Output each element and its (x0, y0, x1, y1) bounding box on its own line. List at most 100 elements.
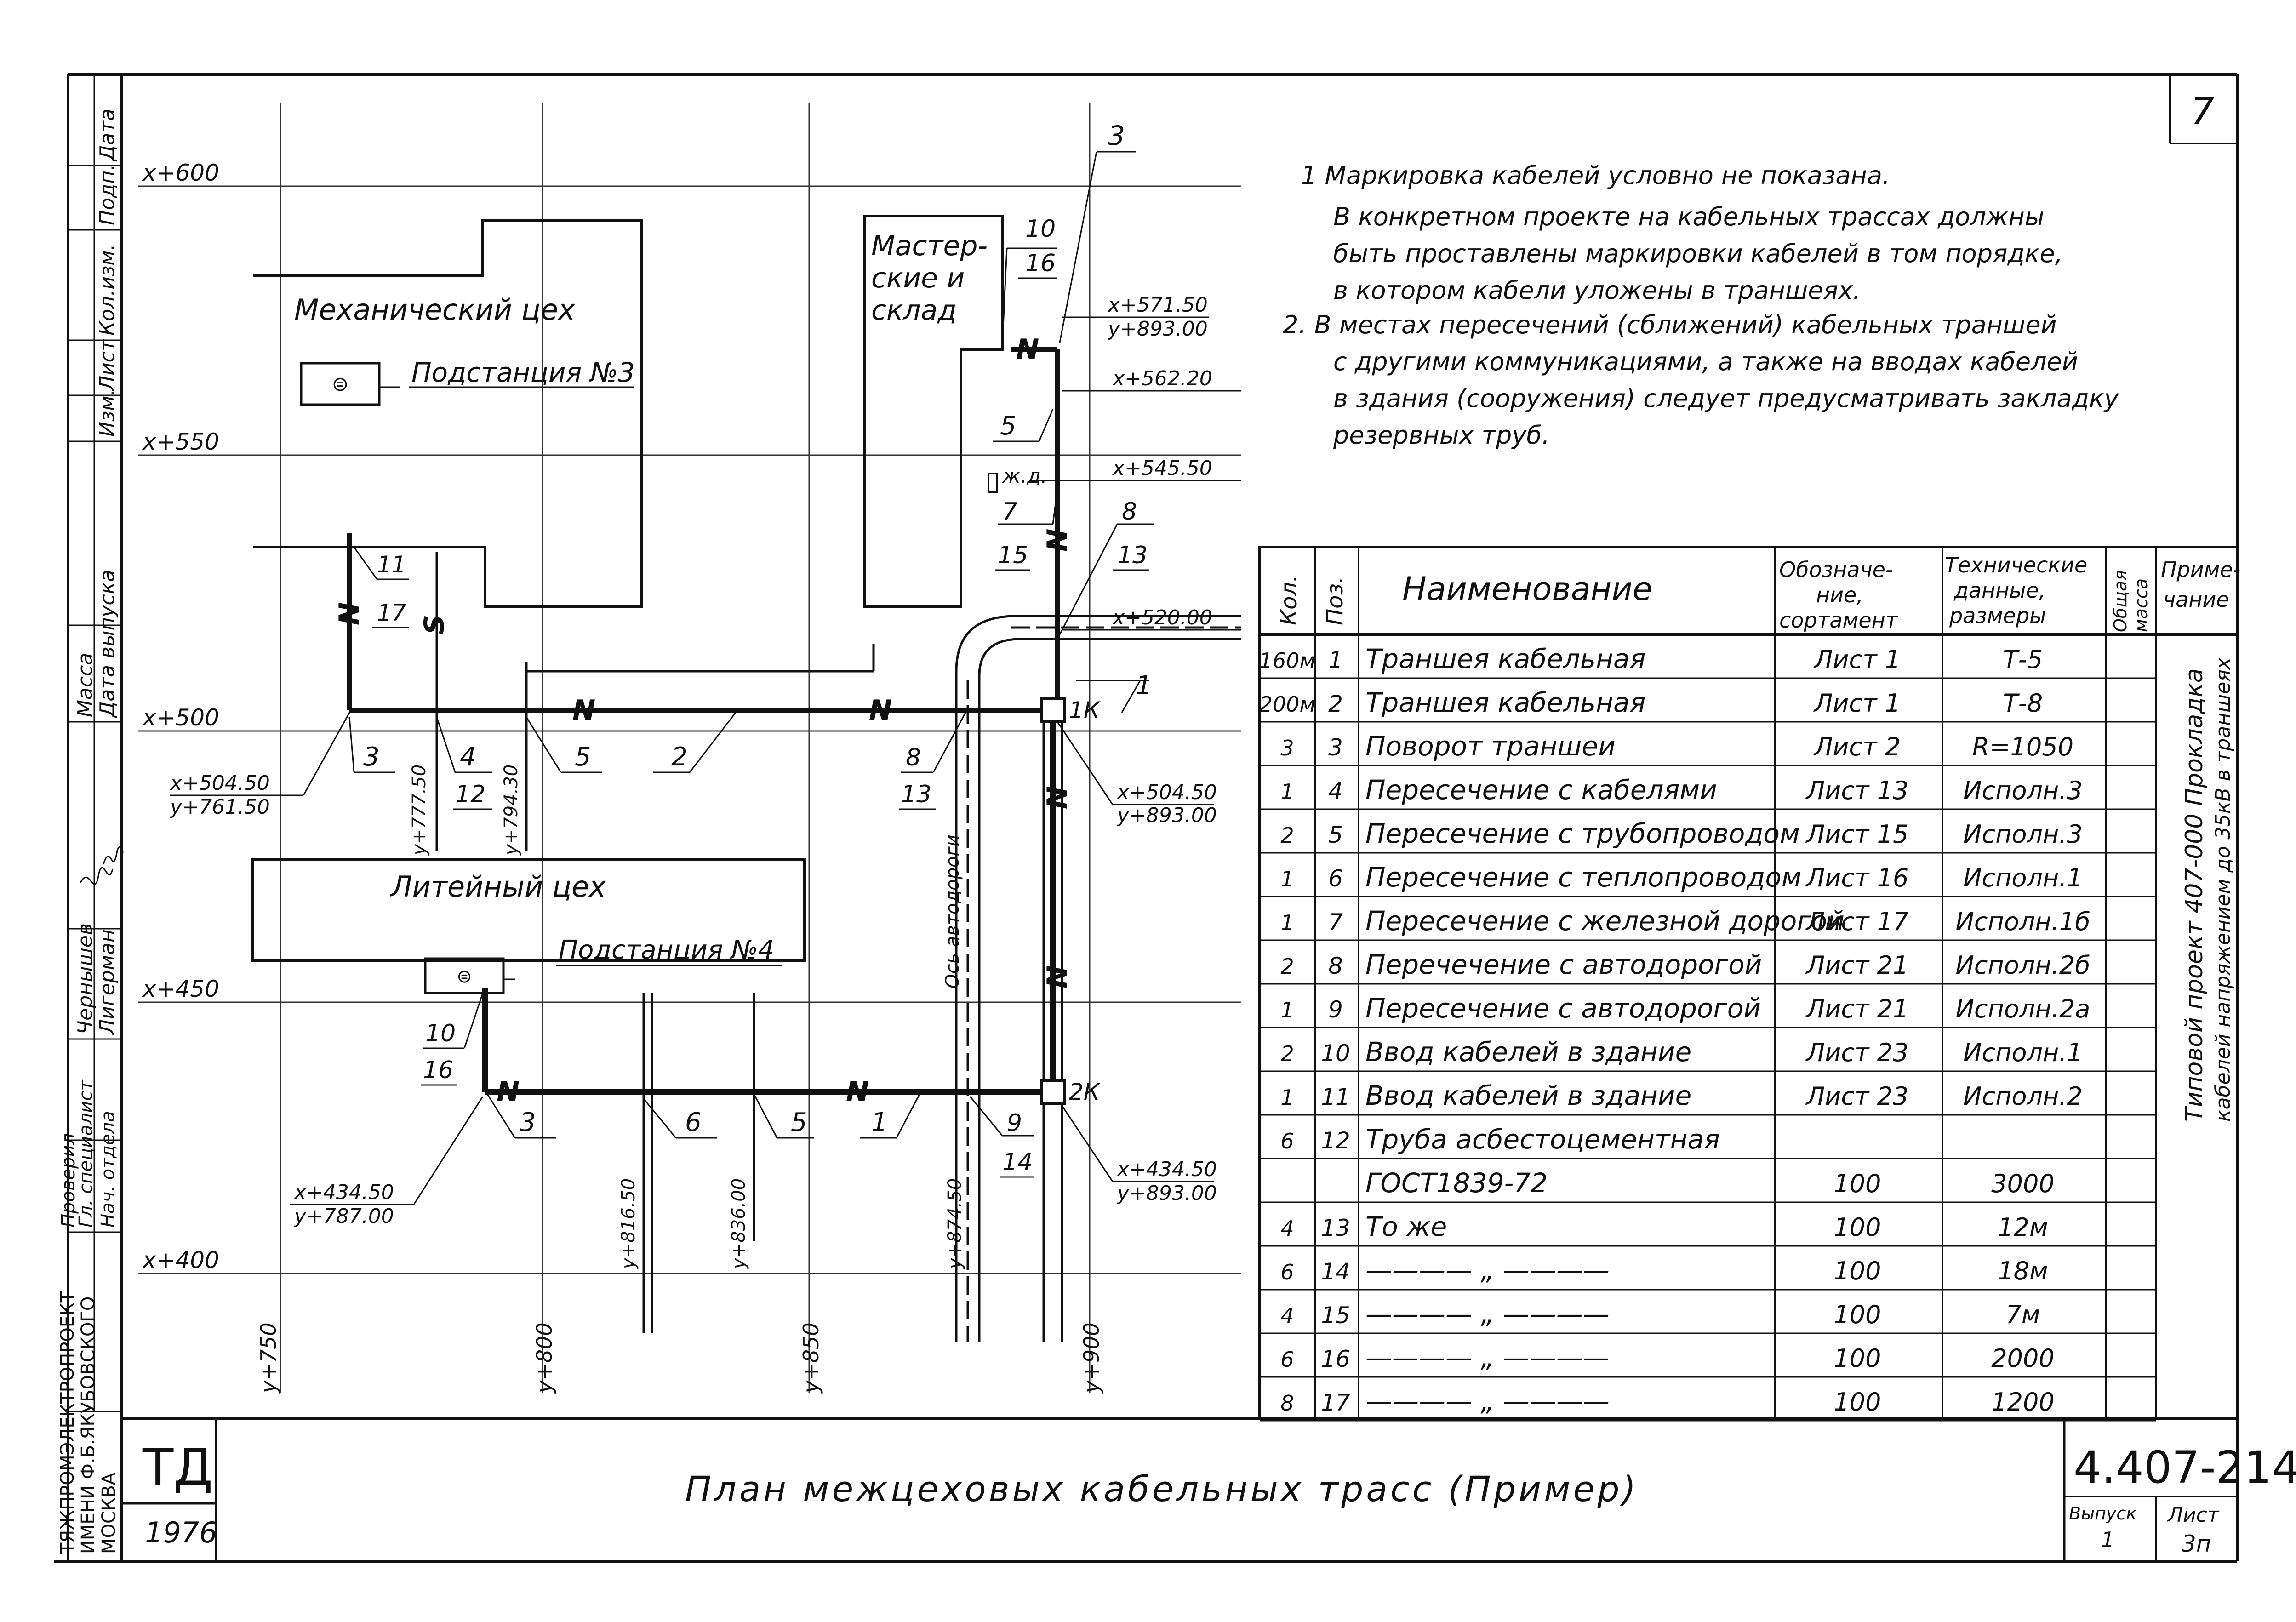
callout-5-mid: 5 (575, 742, 591, 772)
td-mark: ТД (142, 1438, 213, 1497)
cell-pos: 2 (1328, 691, 1343, 717)
signature-2 (103, 841, 124, 865)
cell-qty: 6 (1280, 1347, 1294, 1372)
cell-name: Пересечение с железной дорогой (1365, 905, 1845, 937)
cell-tech: 2000 (1991, 1344, 2054, 1373)
substation-3-label: Подстанция №3 (411, 357, 635, 388)
cell-oboz: 100 (1833, 1388, 1881, 1416)
org-line-2: ИМЕНИ Ф.Б.ЯКУБОВСКОГО (78, 1296, 99, 1554)
cell-pos: 10 (1321, 1040, 1350, 1067)
header-kol: Кол. (1276, 575, 1302, 625)
cell-name: Пересечение с кабелями (1365, 774, 1717, 805)
header-prim-1: Приме- (2161, 557, 2240, 582)
marker-n-3: N (497, 1076, 520, 1108)
marker-n-7: N (1041, 529, 1074, 552)
cell-name: ———— „ ———— (1365, 1255, 1610, 1286)
cell-qty: 4 (1280, 1216, 1294, 1241)
drawing-code: 4.407-214 (2073, 1442, 2296, 1493)
name-ligerman: Лигерман (96, 929, 119, 1035)
note-1b: В конкретном проекте на кабельных трасса… (1333, 202, 2044, 231)
note-1: 1 Маркировка кабелей условно не показана… (1301, 161, 1890, 190)
cell-name: Поворот траншеи (1365, 731, 1616, 762)
sheet-value: 3п (2182, 1531, 2211, 1557)
left-margin: Дата Подп. Кол.изм. Лист Изм. Дата выпус… (57, 109, 124, 1554)
drawing-title: План межцеховых кабельных трасс (Пример) (685, 1468, 1639, 1509)
callout-16-top: 16 (1025, 250, 1056, 277)
callout-6: 6 (685, 1108, 702, 1137)
callout-4: 4 (460, 742, 476, 772)
cell-oboz: Лист 1 (1813, 645, 1901, 674)
role-head: Нач. отдела (97, 1111, 119, 1228)
cell-pos: 5 (1328, 822, 1343, 848)
header-oboz-1: Обозначе- (1779, 557, 1893, 582)
note-2: 2. В местах пересечений (сближений) кабе… (1283, 310, 2057, 339)
transformer-icon-2: ⊜ (457, 966, 472, 987)
notes: 1 Маркировка кабелей условно не показана… (1283, 161, 2119, 450)
callout-9: 9 (1007, 1109, 1022, 1137)
cell-oboz: Лист 15 (1805, 820, 1909, 849)
cell-oboz: 100 (1833, 1169, 1881, 1198)
callout-10-low: 10 (425, 1020, 456, 1047)
note-1d: в котором кабели уложены в траншеях. (1333, 276, 1861, 305)
cell-name: Ввод кабелей в здание (1365, 1036, 1691, 1068)
cell-name: Перечечение с автодорогой (1365, 949, 1762, 980)
callout-12: 12 (455, 781, 485, 808)
cell-qty: 6 (1280, 1260, 1294, 1285)
coord-v4: y+836.00 (728, 1178, 749, 1269)
grid-x500: x+500 (142, 704, 219, 731)
cell-tech: 18м (1998, 1256, 2048, 1285)
sheet-number-box: 7 (2169, 74, 2237, 144)
joint-label-2k: 2К (1069, 1079, 1101, 1105)
cell-tech: Исполн.1 (1963, 1038, 2083, 1067)
road-axis-label: Ось автодороги (942, 834, 963, 988)
cell-tech: 1200 (1991, 1388, 2054, 1416)
cell-name: Пересечение с автодорогой (1365, 993, 1761, 1024)
coord-c7: x+434.50 (293, 1181, 394, 1204)
callout-3-low: 3 (520, 1108, 536, 1137)
callout-2: 2 (671, 742, 688, 772)
substation-4-label: Подстанция №4 (559, 935, 774, 965)
sheet-frame (54, 73, 2239, 1563)
callout-15: 15 (998, 542, 1028, 569)
callout-7: 7 (1002, 498, 1017, 525)
callout-1-low: 1 (871, 1108, 888, 1137)
cell-pos: 7 (1328, 909, 1343, 936)
cell-tech: Исполн.3 (1963, 776, 2083, 805)
workshops-building (863, 215, 1004, 608)
header-tech-1: Технические (1945, 553, 2087, 577)
cell-pos: 11 (1321, 1084, 1350, 1110)
cell-tech: Исполн.2а (1956, 994, 2090, 1023)
cell-tech: 12м (1998, 1213, 2048, 1242)
callout-3-top: 3 (1108, 120, 1125, 151)
cell-oboz: Лист 13 (1805, 776, 1909, 805)
cell-oboz: 100 (1833, 1344, 1881, 1373)
coord-c3: x+545.50 (1112, 457, 1212, 480)
cell-tech: Исполн.2б (1955, 951, 2090, 980)
cell-qty: 1 (1280, 998, 1294, 1022)
cell-qty: 2 (1280, 823, 1294, 848)
cable-plan: x+600 x+550 x+500 x+450 x+400 y+750 y+80… (138, 103, 1241, 1394)
cell-qty: 4 (1280, 1303, 1294, 1328)
cell-tech: Исполн.2 (1963, 1082, 2083, 1111)
callout-17: 17 (377, 600, 406, 626)
workshops-label-2: ские и (871, 262, 965, 294)
coord-c8b: y+893.00 (1116, 1182, 1217, 1205)
cell-qty: 160м (1259, 648, 1316, 673)
cell-oboz: Лист 23 (1805, 1082, 1909, 1111)
substation-4 (424, 957, 505, 994)
header-tech-3: размеры (1949, 603, 2046, 628)
coord-c1b: y+893.00 (1107, 317, 1208, 341)
coord-c6: x+504.50 (169, 771, 270, 795)
callout-16-low: 16 (423, 1057, 453, 1084)
spec-table: Кол. Поз. Наименование Обозначе- ние, со… (1258, 546, 2240, 1422)
cell-pos: 4 (1328, 778, 1343, 805)
transformer-icon: ⊜ (332, 372, 349, 396)
grid-x400: x+400 (142, 1247, 219, 1274)
cell-oboz: Лист 1 (1813, 689, 1901, 718)
sheet-label: Лист (2167, 1503, 2220, 1527)
callout-13-top: 13 (1117, 542, 1148, 569)
note-2d: резервных труб. (1333, 421, 1550, 450)
callout-3-mid: 3 (363, 742, 380, 772)
cell-tech: R=1050 (1972, 732, 2073, 761)
callout-14: 14 (1002, 1148, 1033, 1176)
